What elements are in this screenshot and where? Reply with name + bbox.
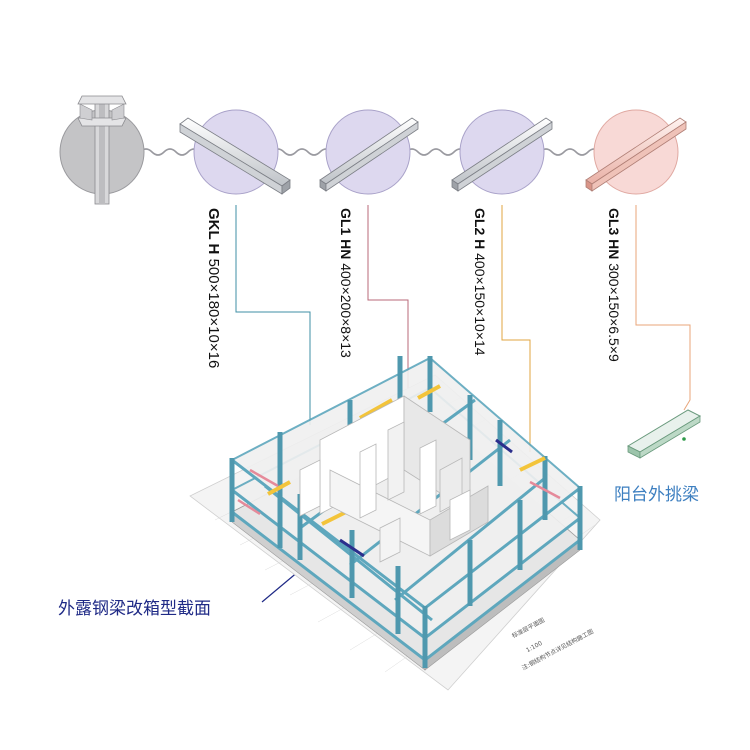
gl2-leader-line <box>501 205 531 452</box>
gl3-code: GL3 HN <box>606 208 622 260</box>
balcony-cantilever-annotation: 阳台外挑梁 <box>614 485 699 505</box>
balcony-beam-model <box>626 409 702 459</box>
connector-wave <box>139 148 601 156</box>
gkl-spec-label: GKL H 500×180×10×16 <box>205 208 222 368</box>
gl2-code: GL2 H <box>472 208 488 250</box>
column-joint-circle <box>59 95 145 205</box>
building-model <box>189 356 601 691</box>
gl2-spec-label: GL2 H 400×150×10×14 <box>472 208 488 356</box>
gl1-code: GL1 HN <box>338 208 354 260</box>
gl2-beam-circle <box>451 109 553 195</box>
gl3-beam-circle <box>585 109 687 195</box>
gl3-leader-line <box>635 205 691 411</box>
gl1-leader-line <box>367 205 409 410</box>
gl1-beam-circle <box>319 109 419 195</box>
gkl-leader-line <box>235 205 311 425</box>
gl1-spec: 400×200×8×13 <box>338 263 354 358</box>
gl3-spec: 300×150×6.5×9 <box>606 263 622 362</box>
core-walls <box>299 395 489 563</box>
gl1-spec-label: GL1 HN 400×200×8×13 <box>338 208 354 358</box>
box-section-annotation: 外露钢梁改箱型截面 <box>58 599 211 619</box>
gkl-beam-circle <box>179 109 291 195</box>
gl2-spec: 400×150×10×14 <box>472 253 488 356</box>
gl3-spec-label: GL3 HN 300×150×6.5×9 <box>606 208 622 362</box>
gkl-spec: 500×180×10×16 <box>205 258 222 369</box>
gkl-code: GKL H <box>205 208 222 255</box>
